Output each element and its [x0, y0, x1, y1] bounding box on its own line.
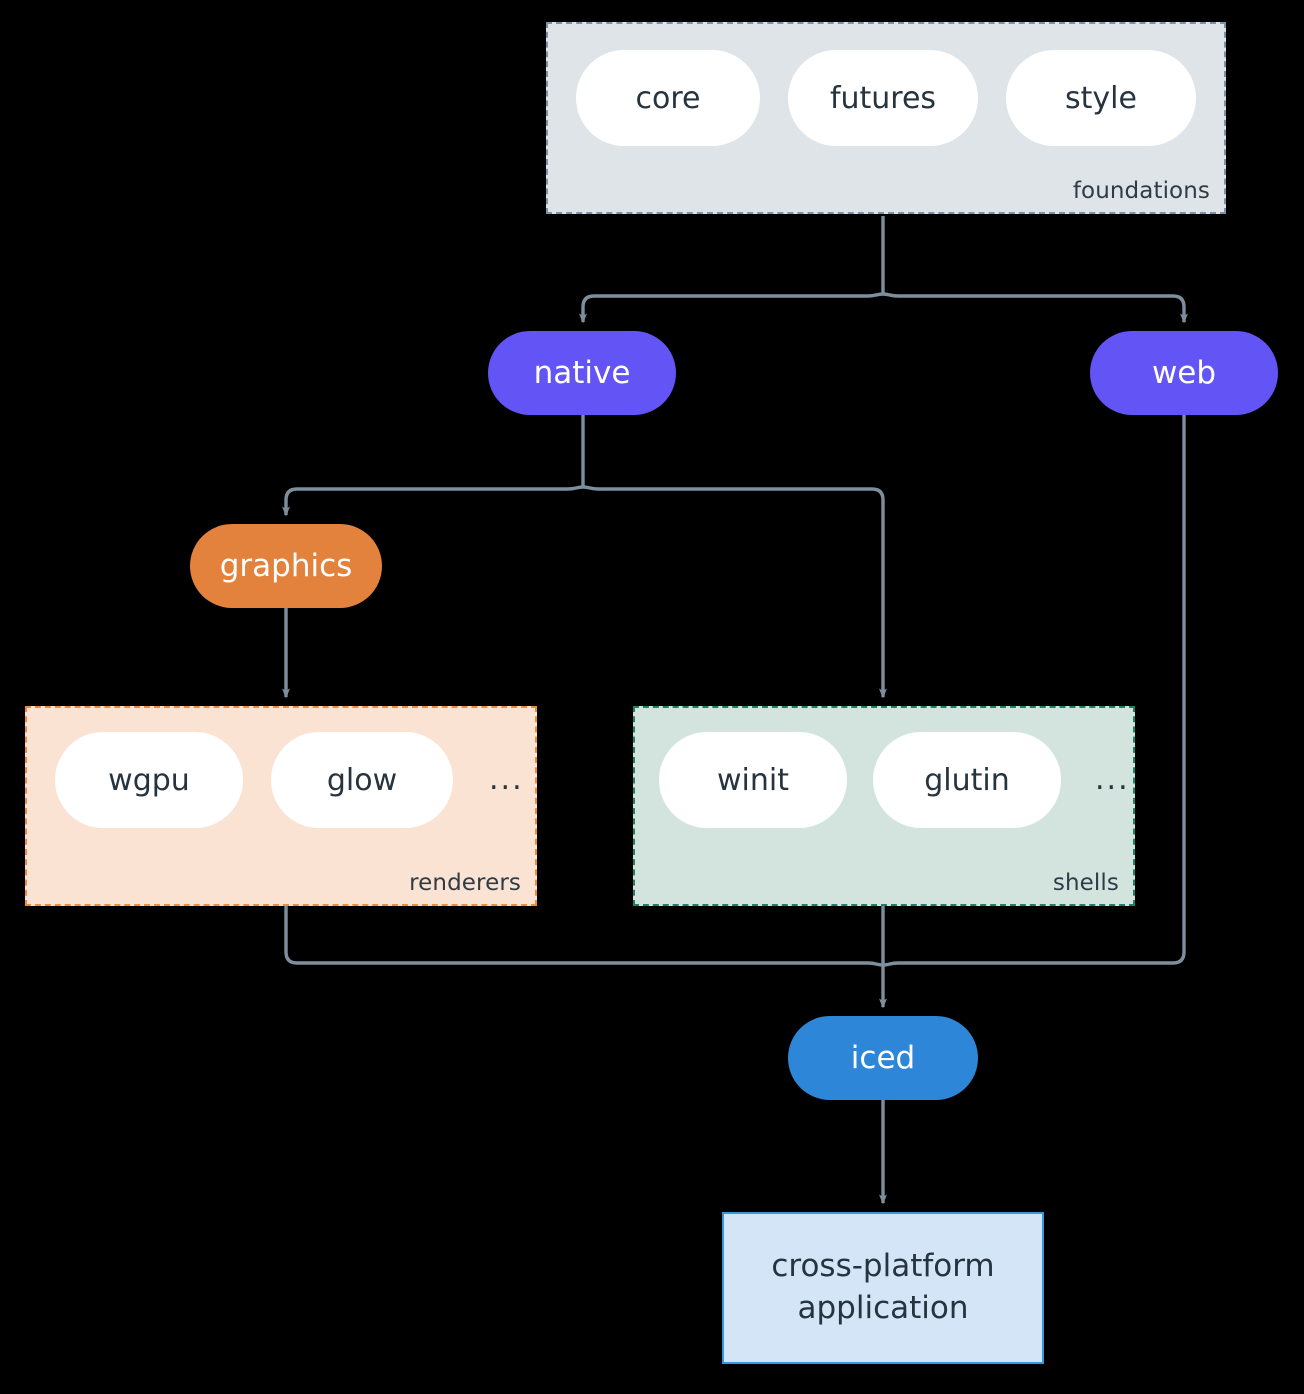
edge-renderers-to-iced: [284, 906, 884, 967]
node-iced[interactable]: iced: [788, 1016, 978, 1100]
pill-futures[interactable]: futures: [788, 50, 978, 146]
cluster-foundations: core futures style foundations: [546, 22, 1226, 214]
edge-foundations-to-web: [882, 292, 1188, 324]
shells-items: winit glutin ...: [659, 732, 1130, 828]
node-web[interactable]: web: [1090, 331, 1278, 415]
edge-native-to-graphics: [282, 485, 584, 517]
shells-ellipsis: ...: [1095, 762, 1130, 797]
cluster-renderers: wgpu glow ... renderers: [25, 706, 537, 906]
pill-style[interactable]: style: [1006, 50, 1196, 146]
node-graphics[interactable]: graphics: [190, 524, 382, 608]
cluster-label-shells: shells: [1052, 870, 1119, 896]
pill-glutin[interactable]: glutin: [873, 732, 1061, 828]
renderers-ellipsis: ...: [489, 762, 524, 797]
pill-glow[interactable]: glow: [271, 732, 453, 828]
node-native[interactable]: native: [488, 331, 676, 415]
app-label-line1: cross-platform: [771, 1248, 995, 1285]
app-label-line2: application: [797, 1290, 969, 1326]
pill-wgpu[interactable]: wgpu: [55, 732, 243, 828]
edge-foundations-to-native: [579, 292, 884, 324]
foundations-items: core futures style: [576, 50, 1196, 146]
cluster-shells: winit glutin ... shells: [633, 706, 1135, 906]
edge-native-to-shells: [582, 485, 887, 699]
pill-winit[interactable]: winit: [659, 732, 847, 828]
renderers-items: wgpu glow ...: [55, 732, 524, 828]
cluster-label-renderers: renderers: [409, 870, 521, 896]
cluster-label-foundations: foundations: [1072, 178, 1210, 204]
pill-core[interactable]: core: [576, 50, 760, 146]
node-cross-platform-application[interactable]: cross-platform application: [722, 1212, 1044, 1364]
